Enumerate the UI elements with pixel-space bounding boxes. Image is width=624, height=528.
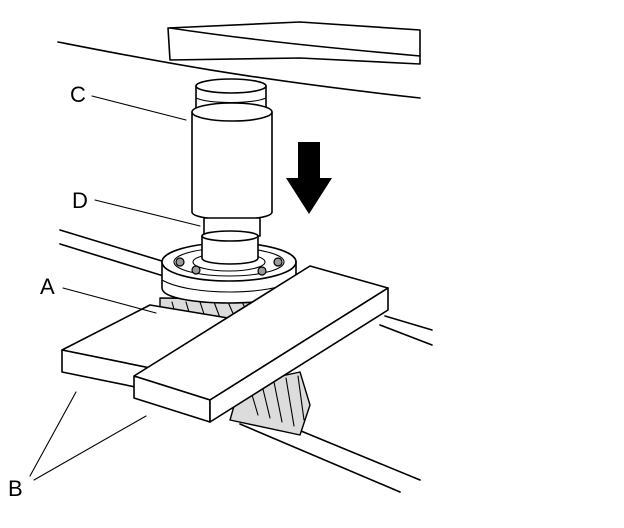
label-d: D	[72, 188, 88, 213]
label-c: C	[70, 82, 86, 107]
support-block-right	[133, 265, 389, 423]
label-b: B	[8, 476, 23, 501]
arrow-down-icon	[286, 142, 332, 214]
attachment-pilot	[201, 230, 259, 265]
label-a: A	[40, 274, 55, 299]
press-ram	[57, 21, 421, 99]
leader-lines	[29, 95, 201, 481]
installer-shaft	[191, 78, 273, 237]
